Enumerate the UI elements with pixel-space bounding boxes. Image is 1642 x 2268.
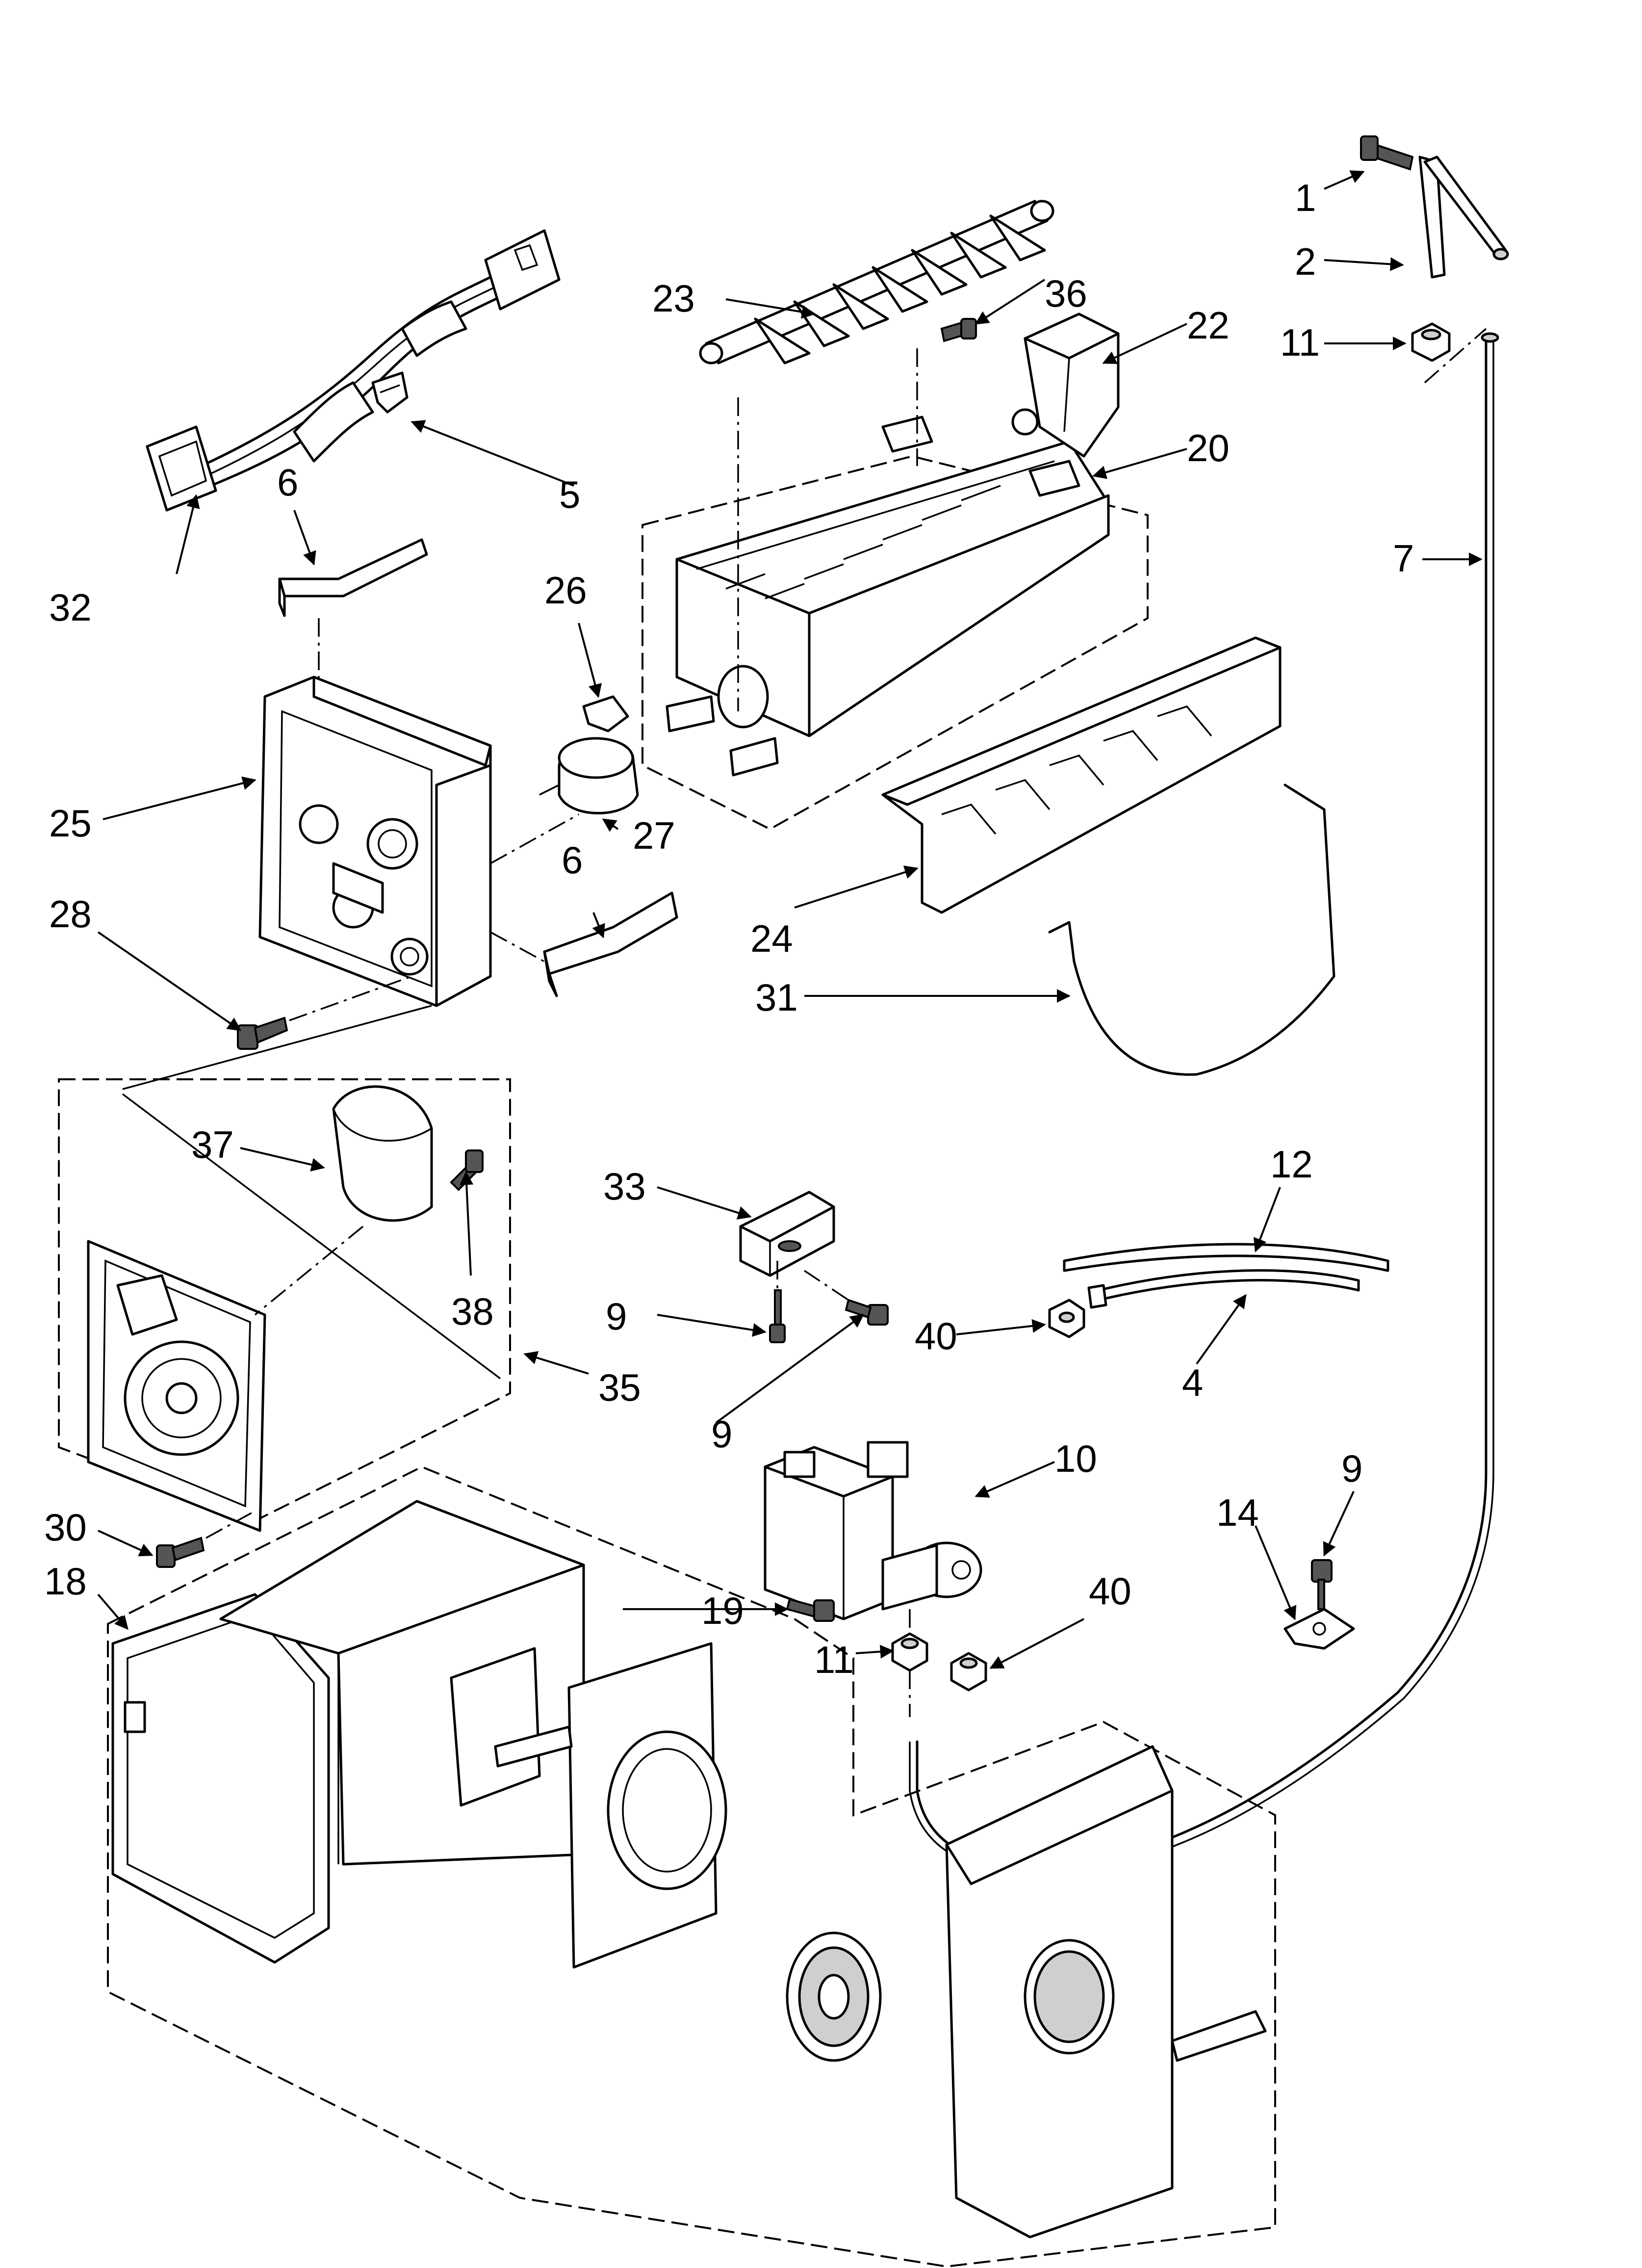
callout-30: 30	[44, 1506, 87, 1549]
callout-7: 7	[1393, 537, 1414, 580]
callout-11-bottom: 11	[814, 1638, 854, 1681]
dash-box-auger-assembly	[107, 1465, 1276, 2268]
callout-40-bottom: 40	[1089, 1569, 1131, 1613]
callout-31: 31	[755, 976, 798, 1019]
callout-9-left: 9	[606, 1295, 627, 1338]
callout-28: 28	[49, 892, 92, 936]
callout-18: 18	[44, 1560, 87, 1603]
clamp-part-14	[1283, 1608, 1355, 1650]
callout-6-top: 6	[277, 461, 298, 504]
dash-box-motor-assembly	[58, 1078, 511, 1522]
wire-harness-part-32	[146, 229, 561, 512]
screw-part-9-right	[845, 1299, 889, 1326]
motor-part-37	[332, 1085, 433, 1222]
callout-2: 2	[1295, 240, 1316, 283]
dash-screw-30	[205, 1510, 256, 1539]
callout-37: 37	[191, 1123, 234, 1166]
callout-4: 4	[1182, 1361, 1203, 1404]
dash-tube-link	[1424, 328, 1487, 384]
dash-screw-28	[289, 975, 412, 1021]
callout-25: 25	[49, 802, 92, 845]
callout-33: 33	[603, 1165, 646, 1208]
callout-12: 12	[1270, 1143, 1313, 1186]
dash-housing-link	[490, 813, 579, 864]
bracket-part-6-top	[278, 538, 428, 617]
callout-19: 19	[701, 1589, 744, 1632]
callout-5: 5	[559, 473, 580, 516]
fan-housing	[945, 1745, 1267, 2239]
screw-part-19	[786, 1598, 835, 1622]
nut-part-11-top	[1411, 322, 1451, 362]
callout-14: 14	[1216, 1491, 1259, 1534]
nut-part-40-bottom	[950, 1652, 987, 1692]
dash-screw-9	[776, 1261, 849, 1301]
screw-part-36	[940, 318, 977, 342]
blower-wheel	[786, 1931, 882, 2062]
callout-20: 20	[1187, 426, 1230, 469]
clip-part-26	[582, 695, 629, 732]
screw-part-30	[156, 1537, 205, 1568]
callout-23: 23	[652, 277, 695, 320]
module-housing-part-25	[258, 676, 492, 1007]
callout-36: 36	[1045, 272, 1087, 315]
nut-part-11-bottom	[891, 1632, 928, 1672]
callout-11-top: 11	[1280, 321, 1320, 364]
tube-part-4	[1087, 1269, 1360, 1309]
bracket-part-33	[739, 1191, 835, 1277]
callout-9-right: 9	[1341, 1447, 1362, 1490]
callout-32: 32	[49, 586, 92, 629]
callout-38: 38	[451, 1290, 494, 1333]
stripper-part-24	[881, 636, 1282, 914]
callout-26: 26	[544, 569, 587, 612]
bail-arm-part-31	[1048, 783, 1335, 1076]
ejector-part-23	[699, 200, 1054, 365]
dash-box-ice-mold	[641, 455, 1149, 831]
dash-motor-link	[254, 1225, 364, 1316]
screw-part-1	[1360, 135, 1414, 171]
callout-22: 22	[1187, 304, 1230, 347]
callout-35: 35	[598, 1366, 641, 1409]
mounting-plate-part-35	[87, 1240, 266, 1532]
screw-part-28	[237, 1017, 288, 1050]
callout-9-mid: 9	[711, 1412, 732, 1456]
nut-part-40-middle	[1048, 1299, 1085, 1338]
callout-40-middle: 40	[915, 1314, 957, 1357]
callout-27: 27	[633, 814, 675, 857]
screw-part-9-left	[769, 1289, 786, 1343]
assembly-link-lines	[122, 1005, 501, 1380]
callout-labels: 1 2 11 23 36 22 20 5 6 32 7 26 25 27 6 2…	[44, 176, 1414, 1681]
callout-6-bottom: 6	[562, 838, 583, 882]
dash-bracket-bottom	[490, 931, 545, 963]
fill-cup-part-22	[1011, 313, 1120, 458]
tube-part-12	[1063, 1243, 1389, 1272]
thermostat-part-27	[539, 737, 639, 814]
bracket-part-6-bottom	[543, 891, 678, 997]
fill-tube-part-2	[1418, 156, 1509, 279]
screw-part-9-far-right	[1311, 1559, 1333, 1610]
callout-1: 1	[1295, 176, 1316, 219]
ice-mold-part-20	[666, 416, 1110, 777]
clip-part-5	[371, 371, 409, 414]
auger-housing-part-18	[111, 1500, 727, 1969]
callout-24: 24	[750, 917, 793, 960]
leader-lines	[97, 170, 1483, 1669]
water-valve-part-10	[764, 1441, 982, 1620]
callout-10: 10	[1054, 1437, 1097, 1480]
